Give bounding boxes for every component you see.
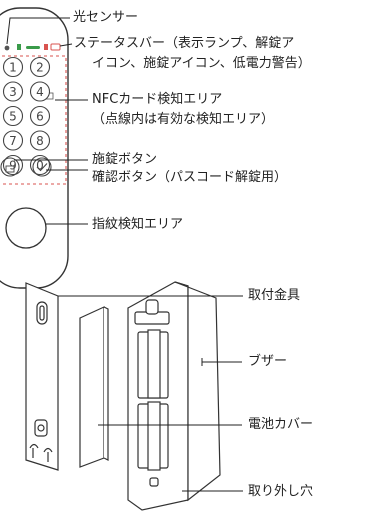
keypad-key-8 <box>29 130 51 151</box>
keypad-key-1 <box>2 56 24 78</box>
low-battery-icon <box>50 43 61 51</box>
lock-button-icon <box>5 165 15 173</box>
buzzer-label: ブザー <box>248 354 288 369</box>
bottom-leader-lines <box>58 295 243 492</box>
keypad-key-label: 4 <box>36 85 44 99</box>
lock-button-label: 施錠ボタン <box>92 152 158 167</box>
top-leader-lines <box>6 17 88 225</box>
keypad-key-3 <box>2 81 24 102</box>
status-bar-label-line2: イコン、施錠アイコン、低電力警告） <box>92 56 311 71</box>
back-housing <box>127 281 221 511</box>
fingerprint-sensor <box>5 207 47 249</box>
fingerprint-area-label: 指紋検知エリア <box>92 217 184 232</box>
keypad-key-label: 1 <box>9 61 17 75</box>
keypad-key-label: 7 <box>9 134 17 148</box>
unlock-icon <box>17 44 21 50</box>
keypad-key-label: 6 <box>36 110 44 124</box>
nfc-detection-area <box>0 55 67 185</box>
lock-icon <box>44 44 48 50</box>
keypad-key-label: 2 <box>36 61 44 75</box>
status-lamp <box>26 46 40 49</box>
removal-hole-label: 取り外し穴 <box>248 484 314 499</box>
status-bar-label-line1: ステータスバー（表示ランプ、解錠ア <box>74 36 295 51</box>
confirm-button-label: 確認ボタン（パスコード解錠用） <box>92 170 288 185</box>
keypad-key-6 <box>29 105 51 127</box>
keypad-key-label: 0 <box>36 159 44 173</box>
confirm-check-icon <box>36 163 48 172</box>
keypad-key-2 <box>29 56 51 78</box>
battery-cover <box>79 306 109 468</box>
mounting-bracket <box>25 282 59 471</box>
light-sensor-label: 光センサー <box>73 10 139 25</box>
keypad-device: 1 2 3 4 5 6 7 8 9 0 <box>0 7 69 289</box>
confirm-button <box>32 157 52 177</box>
battery-cover-label: 電池カバー <box>248 417 314 432</box>
nfc-area-label-line2: （点線内は有効な検知エリア） <box>92 112 275 127</box>
keypad-key-4 <box>29 81 51 102</box>
nfc-area-label-line1: NFCカード検知エリア <box>92 92 223 107</box>
light-sensor-dot <box>4 45 10 51</box>
keypad-key-label: 9 <box>9 159 17 173</box>
keypad-key-5 <box>2 105 24 127</box>
keypad-key-label: 8 <box>36 134 44 148</box>
bracket-label: 取付金具 <box>248 288 301 303</box>
keypad-key-7 <box>2 130 24 151</box>
keypad-key-label: 3 <box>9 85 17 99</box>
keypad-key-label: 5 <box>9 110 17 124</box>
lock-button <box>0 157 20 177</box>
